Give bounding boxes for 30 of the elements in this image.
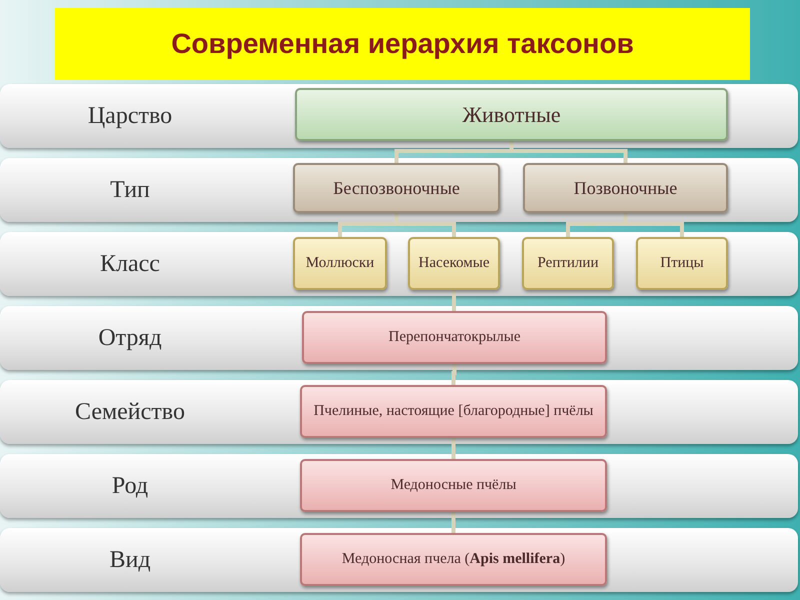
taxon-box: Животные bbox=[295, 88, 728, 141]
taxon-box: Перепончатокрылые bbox=[302, 311, 607, 364]
connector-line bbox=[452, 512, 456, 533]
rank-band bbox=[0, 454, 798, 518]
taxon-box: Пчелиные, настоящие [благородные] пчёлы bbox=[300, 385, 607, 438]
taxon-box: Моллюски bbox=[293, 237, 387, 290]
rank-label: Вид bbox=[108, 546, 152, 575]
rank-label: Отряд bbox=[97, 324, 163, 353]
rank-band bbox=[0, 528, 798, 592]
rank-label: Класс bbox=[99, 250, 161, 279]
connector-line bbox=[452, 290, 456, 311]
rank-band bbox=[0, 158, 798, 222]
taxon-box: Насекомые bbox=[408, 237, 500, 290]
taxon-box: Позвоночные bbox=[523, 163, 728, 213]
connector-line bbox=[452, 364, 456, 385]
title: Современная иерархия таксонов bbox=[55, 8, 750, 80]
rank-label: Царство bbox=[86, 102, 174, 131]
rank-label: Семейство bbox=[74, 398, 186, 427]
rank-band bbox=[0, 84, 798, 148]
connector-line bbox=[452, 438, 456, 459]
rank-label: Род bbox=[110, 472, 150, 501]
taxon-box: Рептилии bbox=[522, 237, 614, 290]
taxon-box: Беспозвоночные bbox=[293, 163, 500, 213]
taxon-box: Медоносные пчёлы bbox=[300, 459, 607, 512]
taxon-box: Медоносная пчела (Apis mellifera) bbox=[300, 533, 607, 586]
rank-band bbox=[0, 306, 798, 370]
rank-band bbox=[0, 232, 798, 296]
rank-label: Тип bbox=[109, 176, 151, 205]
taxon-box: Птицы bbox=[636, 237, 728, 290]
rank-band bbox=[0, 380, 798, 444]
